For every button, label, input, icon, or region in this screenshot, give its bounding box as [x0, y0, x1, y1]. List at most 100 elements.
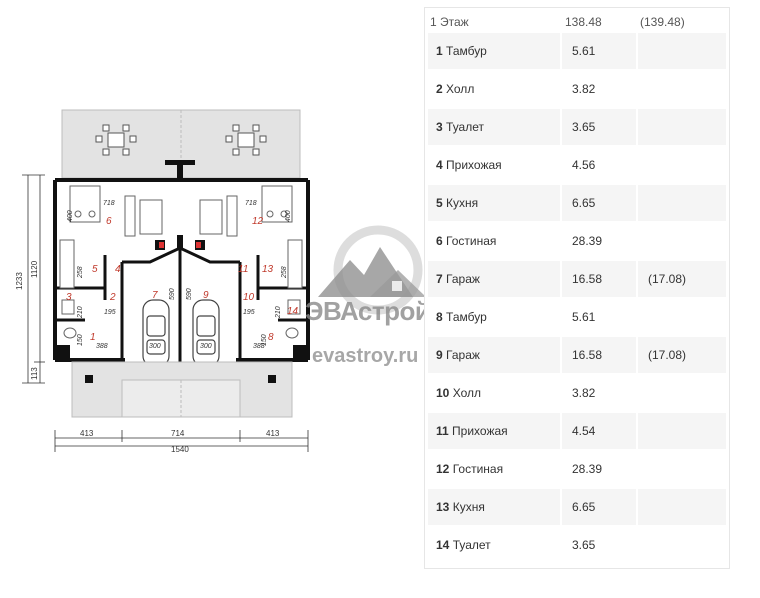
dim-label: 195: [243, 309, 255, 316]
room-number: 9: [436, 348, 443, 362]
table-row: 6 Гостиная 28.39: [428, 223, 728, 259]
room-name-cell: 7 Гараж: [428, 261, 560, 297]
room-number-12: 12: [252, 216, 264, 227]
room-number-4: 4: [115, 264, 121, 275]
room-name: Холл: [446, 82, 475, 96]
room-area: 16.58: [562, 337, 636, 373]
room-number: 4: [436, 158, 443, 172]
room-name: Кухня: [446, 196, 479, 210]
room-area-alt: [638, 223, 726, 259]
room-number-11: 11: [238, 264, 248, 275]
room-name-cell: 10 Холл: [428, 375, 560, 411]
room-number-10: 10: [243, 292, 255, 303]
room-area: 16.58: [562, 261, 636, 297]
table-header: 1 Этаж 138.48 (139.48): [428, 11, 728, 33]
room-area-alt: [638, 185, 726, 221]
dim-bottom-mid: 714: [171, 429, 185, 438]
dim-label: 258: [281, 266, 288, 279]
room-name-cell: 3 Туалет: [428, 109, 560, 145]
terrace-table-right: [225, 124, 267, 156]
room-number: 7: [436, 272, 443, 286]
room-number-7: 7: [152, 290, 158, 301]
room-number: 12: [436, 462, 450, 476]
room-number: 10: [436, 386, 450, 400]
watermark-brand: ЭВАстрой: [305, 296, 431, 326]
table-row: 2 Холл 3.82: [428, 71, 728, 107]
room-name: Холл: [452, 386, 481, 400]
floor-label: 1 Этаж: [430, 15, 469, 29]
dim-label: 590: [186, 288, 193, 300]
car-left: [142, 299, 170, 367]
room-name: Прихожая: [446, 158, 502, 172]
room-name-cell: 11 Прихожая: [428, 413, 560, 449]
dim-left-lower: 113: [30, 367, 39, 380]
room-number-2: 2: [109, 292, 116, 303]
room-name: Тамбур: [446, 44, 487, 58]
room-number-8: 8: [268, 332, 274, 343]
room-area: 3.82: [572, 82, 596, 96]
room-name: Гостиная: [446, 234, 497, 248]
room-number: 14: [436, 538, 450, 552]
dim-label: 590: [169, 288, 176, 300]
room-name: Гараж: [446, 348, 480, 362]
room-number: 5: [436, 196, 443, 210]
dim-bottom-right: 413: [266, 429, 280, 438]
room-area: 3.65: [562, 109, 636, 145]
room-name: Тамбур: [446, 310, 487, 324]
room-number-14: 14: [287, 306, 299, 317]
room-number-5: 5: [92, 264, 98, 275]
room-number: 13: [436, 500, 450, 514]
room-area: 28.39: [572, 234, 603, 248]
dim-label: 300: [200, 343, 212, 350]
room-name: Гараж: [446, 272, 480, 286]
room-name-cell: 13 Кухня: [428, 489, 560, 525]
room-area: 6.65: [562, 185, 636, 221]
floor-area: 138.48: [565, 15, 602, 29]
room-area-alt: [638, 299, 726, 335]
dim-bottom-total: 1540: [171, 445, 189, 454]
room-number-13: 13: [262, 264, 274, 275]
room-area: 6.65: [562, 489, 636, 525]
room-area-alt: [638, 451, 726, 487]
room-area: 4.54: [562, 413, 636, 449]
room-area-alt: [638, 109, 726, 145]
dim-label: 210: [275, 306, 282, 319]
room-area-alt: (17.08): [638, 337, 726, 373]
room-name-cell: 5 Кухня: [428, 185, 560, 221]
kitchen-furniture: [59, 185, 303, 289]
room-number-6: 6: [106, 216, 112, 227]
dim-label: 300: [149, 343, 161, 350]
dim-label: 400: [67, 210, 74, 222]
dim-label: 258: [77, 266, 84, 279]
room-area: 3.82: [572, 386, 596, 400]
room-name-cell: 9 Гараж: [428, 337, 560, 373]
floor-plan: 1 2 3 4 5 6 7 8 9 10 11 12 13 14 718 718…: [15, 109, 310, 454]
dim-left-upper: 1120: [30, 260, 39, 278]
room-name: Прихожая: [452, 424, 508, 438]
room-number: 11: [436, 424, 449, 438]
room-area-alt: [638, 71, 726, 107]
room-area: 28.39: [572, 462, 603, 476]
room-number: 6: [436, 234, 443, 248]
room-name: Туалет: [446, 120, 484, 134]
room-area: 5.61: [572, 310, 596, 324]
room-area-alt: [638, 375, 726, 411]
room-number-9: 9: [203, 290, 209, 301]
room-name-cell: 2 Холл: [428, 71, 560, 107]
room-name-cell: 1 Тамбур: [428, 33, 560, 69]
dim-left-total: 1233: [15, 272, 24, 290]
dim-label: 400: [285, 210, 292, 222]
dim-label: 150: [261, 334, 268, 346]
room-number: 2: [436, 82, 443, 96]
dim-bottom-left: 413: [80, 429, 94, 438]
room-name: Гостиная: [452, 462, 504, 476]
